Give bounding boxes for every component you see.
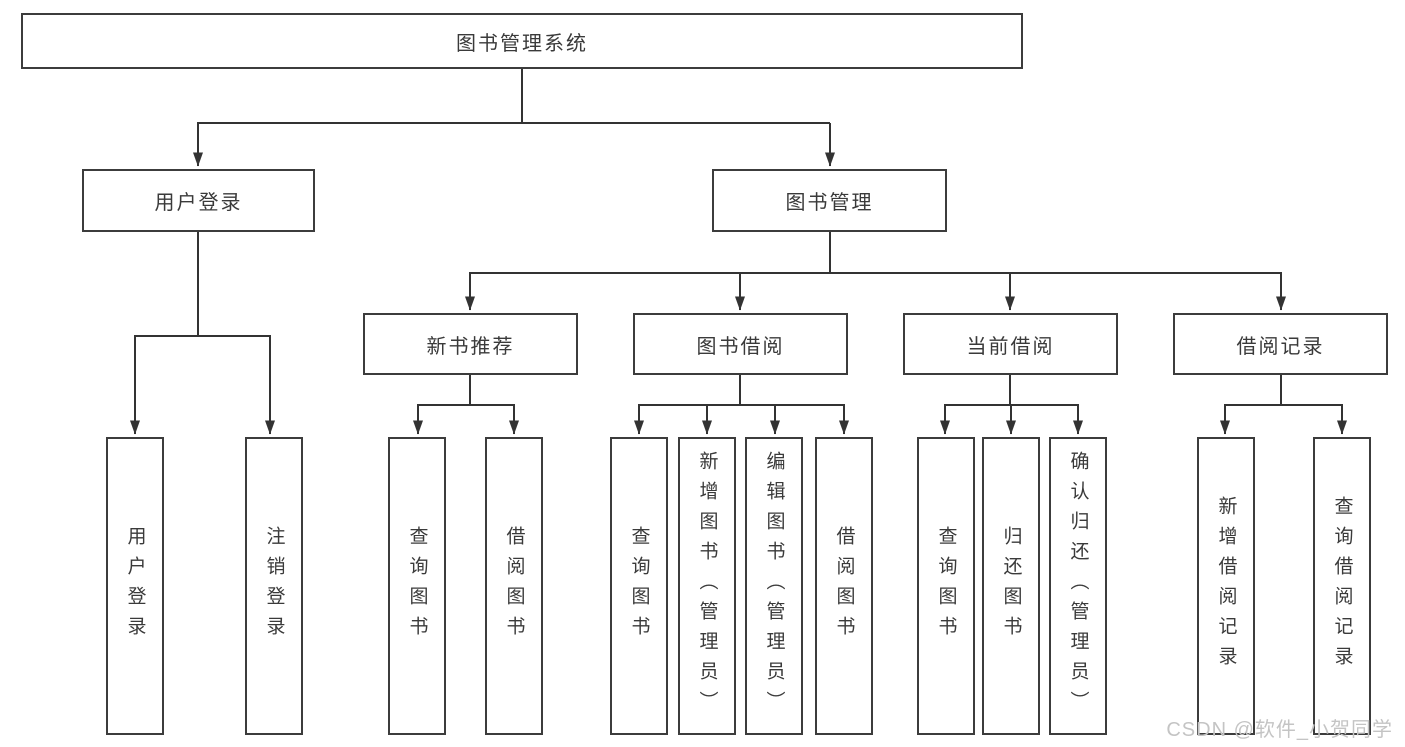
node-book-management: 图书管理: [712, 169, 947, 232]
leaf-label: 查询借阅记录: [1331, 496, 1353, 676]
node-label: 新书推荐: [426, 335, 515, 358]
leaf-current-query-books: 查询图书: [917, 437, 975, 735]
node-label: 图书管理系统: [456, 32, 588, 55]
node-new-book-recommend: 新书推荐: [363, 313, 578, 375]
leaf-current-confirm-return-admin: 确认归还（管理员）: [1049, 437, 1107, 735]
leaf-logout: 注销登录: [245, 437, 303, 735]
node-label: 图书管理: [785, 192, 874, 214]
leaf-label: 借阅图书: [833, 526, 855, 646]
connector-records-split: [1224, 375, 1343, 406]
node-borrowing-records: 借阅记录: [1173, 313, 1388, 375]
leaf-label: 查询图书: [628, 526, 650, 646]
leaf-newbooks-query-books: 查询图书: [388, 437, 446, 735]
leaf-newbooks-borrow-books: 借阅图书: [485, 437, 543, 735]
leaf-current-return-books: 归还图书: [982, 437, 1040, 735]
leaf-label: 借阅图书: [503, 526, 525, 646]
node-label: 图书借阅: [696, 335, 785, 358]
node-current-borrowing: 当前借阅: [903, 313, 1118, 375]
connector-userlogin-split: [134, 232, 271, 337]
watermark: CSDN @软件_小贺同学: [1166, 719, 1393, 741]
leaf-label: 确认归还（管理员）: [1067, 451, 1089, 721]
leaf-borrow-query-books: 查询图书: [610, 437, 668, 735]
leaf-borrow-edit-books-admin: 编辑图书（管理员）: [745, 437, 803, 735]
leaf-borrow-borrow-books: 借阅图书: [815, 437, 873, 735]
leaf-label: 查询图书: [406, 526, 428, 646]
leaf-user-login: 用户登录: [106, 437, 164, 735]
node-label: 借阅记录: [1236, 335, 1325, 358]
leaf-label: 查询图书: [935, 526, 957, 646]
connector-newbooks-split: [417, 375, 515, 406]
leaf-label: 归还图书: [1000, 526, 1022, 646]
connector-bookmgmt-split: [469, 232, 1282, 274]
connector-bookborrow-split: [638, 375, 845, 406]
leaf-label: 用户登录: [124, 526, 146, 646]
leaf-label: 新增借阅记录: [1215, 496, 1237, 676]
connector-currentborrow-split: [944, 375, 1079, 406]
leaf-label: 注销登录: [263, 526, 285, 646]
leaf-records-query-record: 查询借阅记录: [1313, 437, 1371, 735]
leaf-label: 编辑图书（管理员）: [763, 451, 785, 721]
node-library-management-system: 图书管理系统: [21, 13, 1023, 69]
leaf-borrow-add-books-admin: 新增图书（管理员）: [678, 437, 736, 735]
connector-root-split: [197, 69, 830, 124]
node-label: 当前借阅: [966, 335, 1055, 358]
node-label: 用户登录: [154, 192, 243, 214]
leaf-records-add-record: 新增借阅记录: [1197, 437, 1255, 735]
node-user-login: 用户登录: [82, 169, 315, 232]
leaf-label: 新增图书（管理员）: [696, 451, 718, 721]
node-book-borrowing: 图书借阅: [633, 313, 848, 375]
